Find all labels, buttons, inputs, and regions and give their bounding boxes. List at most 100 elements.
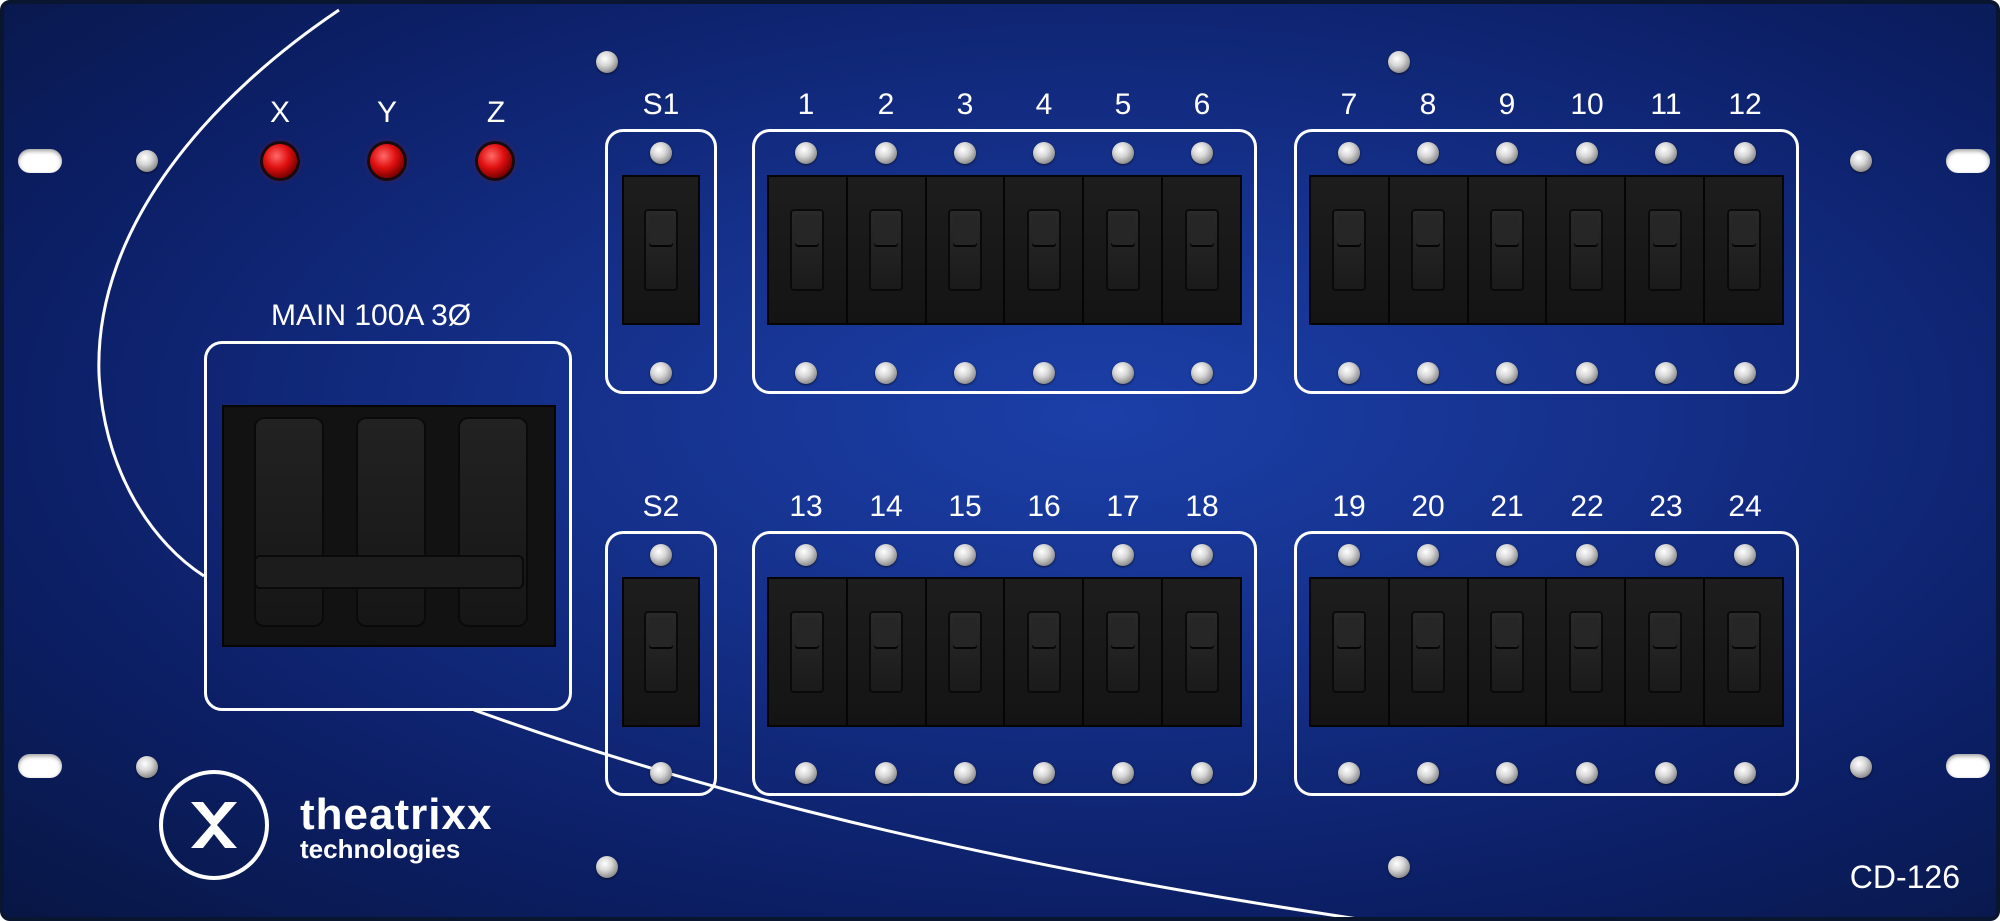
breaker-toggle[interactable] xyxy=(1105,209,1140,292)
breaker-screw xyxy=(1576,142,1598,164)
breaker-21[interactable] xyxy=(1468,579,1548,725)
breaker-toggle[interactable] xyxy=(1568,611,1603,694)
brand-subtitle: technologies xyxy=(300,834,461,864)
rack-mount-slot xyxy=(1946,754,1990,778)
breaker-11[interactable] xyxy=(1626,177,1706,323)
breaker-4[interactable] xyxy=(1005,177,1085,323)
breaker-20[interactable] xyxy=(1389,579,1469,725)
breaker-toggle[interactable] xyxy=(790,611,825,694)
breaker-toggle[interactable] xyxy=(948,611,983,694)
breaker-group-1-6 xyxy=(752,129,1257,394)
breaker-screw xyxy=(1191,544,1213,566)
breaker-screw xyxy=(1734,362,1756,384)
breaker-9[interactable] xyxy=(1468,177,1548,323)
breaker-toggle[interactable] xyxy=(644,611,678,694)
breaker-18[interactable] xyxy=(1163,579,1240,725)
breaker-group-19-24 xyxy=(1294,531,1799,796)
breaker-14[interactable] xyxy=(847,579,927,725)
breaker-toggle[interactable] xyxy=(1184,611,1219,694)
channel-label: 3 xyxy=(956,88,974,121)
theatrixx-x-mark-icon xyxy=(191,802,237,848)
breaker-toggle[interactable] xyxy=(1332,209,1367,292)
breaker-toggle[interactable] xyxy=(1490,611,1525,694)
breaker-12[interactable] xyxy=(1705,177,1782,323)
channel-label: 19 xyxy=(1332,490,1366,523)
breaker-23[interactable] xyxy=(1626,579,1706,725)
breaker-toggle[interactable] xyxy=(1026,611,1061,694)
breaker-screw xyxy=(650,544,672,566)
breaker-screw xyxy=(954,142,976,164)
breaker-7[interactable] xyxy=(1311,177,1390,323)
breaker-toggle[interactable] xyxy=(644,209,678,292)
breaker-6[interactable] xyxy=(1163,177,1240,323)
special-label-s1: S1 xyxy=(642,88,680,121)
breaker-toggle[interactable] xyxy=(1184,209,1219,292)
breaker-2[interactable] xyxy=(847,177,927,323)
channel-label: 9 xyxy=(1498,88,1516,121)
breaker-toggle[interactable] xyxy=(869,611,904,694)
panel-screw xyxy=(136,150,158,172)
breaker-toggle[interactable] xyxy=(1568,209,1603,292)
breaker-screw xyxy=(1112,762,1134,784)
breaker-screw xyxy=(1338,762,1360,784)
breaker-toggle[interactable] xyxy=(1411,611,1446,694)
channel-label: 13 xyxy=(789,490,823,523)
special-breaker-s2[interactable] xyxy=(622,577,700,727)
breaker-group-13-18 xyxy=(752,531,1257,796)
breaker-19[interactable] xyxy=(1311,579,1390,725)
special-breaker-group-s1 xyxy=(605,129,717,394)
main-breaker[interactable] xyxy=(222,405,556,647)
channel-label: 17 xyxy=(1106,490,1140,523)
breaker-16[interactable] xyxy=(1005,579,1085,725)
breaker-1[interactable] xyxy=(769,177,848,323)
breaker-3[interactable] xyxy=(926,177,1006,323)
breaker-13[interactable] xyxy=(769,579,848,725)
channel-label: 18 xyxy=(1185,490,1219,523)
breaker-17[interactable] xyxy=(1084,579,1164,725)
breaker-toggle[interactable] xyxy=(948,209,983,292)
breaker-5[interactable] xyxy=(1084,177,1164,323)
breaker-screw xyxy=(1417,142,1439,164)
breaker-screw xyxy=(1033,142,1055,164)
breaker-screw xyxy=(954,362,976,384)
breaker-toggle[interactable] xyxy=(1026,209,1061,292)
breaker-8[interactable] xyxy=(1389,177,1469,323)
breaker-screw xyxy=(650,362,672,384)
main-breaker-label: MAIN 100A 3Ø xyxy=(271,299,472,332)
channel-label: 23 xyxy=(1649,490,1683,523)
breaker-toggle[interactable] xyxy=(1411,209,1446,292)
breaker-toggle[interactable] xyxy=(1332,611,1367,694)
breaker-screw xyxy=(1576,362,1598,384)
breaker-screw xyxy=(650,762,672,784)
special-breaker-s1[interactable] xyxy=(622,175,700,325)
breaker-toggle[interactable] xyxy=(1726,209,1761,292)
breaker-toggle[interactable] xyxy=(1490,209,1525,292)
breaker-toggle[interactable] xyxy=(790,209,825,292)
breaker-24[interactable] xyxy=(1705,579,1782,725)
breaker-screw xyxy=(1655,762,1677,784)
breaker-bank-1-6 xyxy=(767,175,1242,325)
main-breaker-handle[interactable] xyxy=(254,555,524,589)
breaker-screw xyxy=(795,142,817,164)
phase-z-led xyxy=(478,144,512,178)
breaker-toggle[interactable] xyxy=(1647,611,1682,694)
breaker-screw xyxy=(1191,762,1213,784)
breaker-screw xyxy=(954,544,976,566)
breaker-15[interactable] xyxy=(926,579,1006,725)
breaker-toggle[interactable] xyxy=(1647,209,1682,292)
main-breaker-group xyxy=(204,341,572,711)
breaker-toggle[interactable] xyxy=(1105,611,1140,694)
channel-label: 7 xyxy=(1340,88,1358,121)
channel-label: 5 xyxy=(1114,88,1132,121)
breaker-screw xyxy=(795,544,817,566)
breaker-bank-13-18 xyxy=(767,577,1242,727)
breaker-s2[interactable] xyxy=(624,579,698,725)
breaker-screw xyxy=(1496,362,1518,384)
breaker-22[interactable] xyxy=(1547,579,1627,725)
breaker-toggle[interactable] xyxy=(869,209,904,292)
breaker-screw xyxy=(1112,544,1134,566)
breaker-10[interactable] xyxy=(1547,177,1627,323)
breaker-toggle[interactable] xyxy=(1726,611,1761,694)
breaker-s1[interactable] xyxy=(624,177,698,323)
